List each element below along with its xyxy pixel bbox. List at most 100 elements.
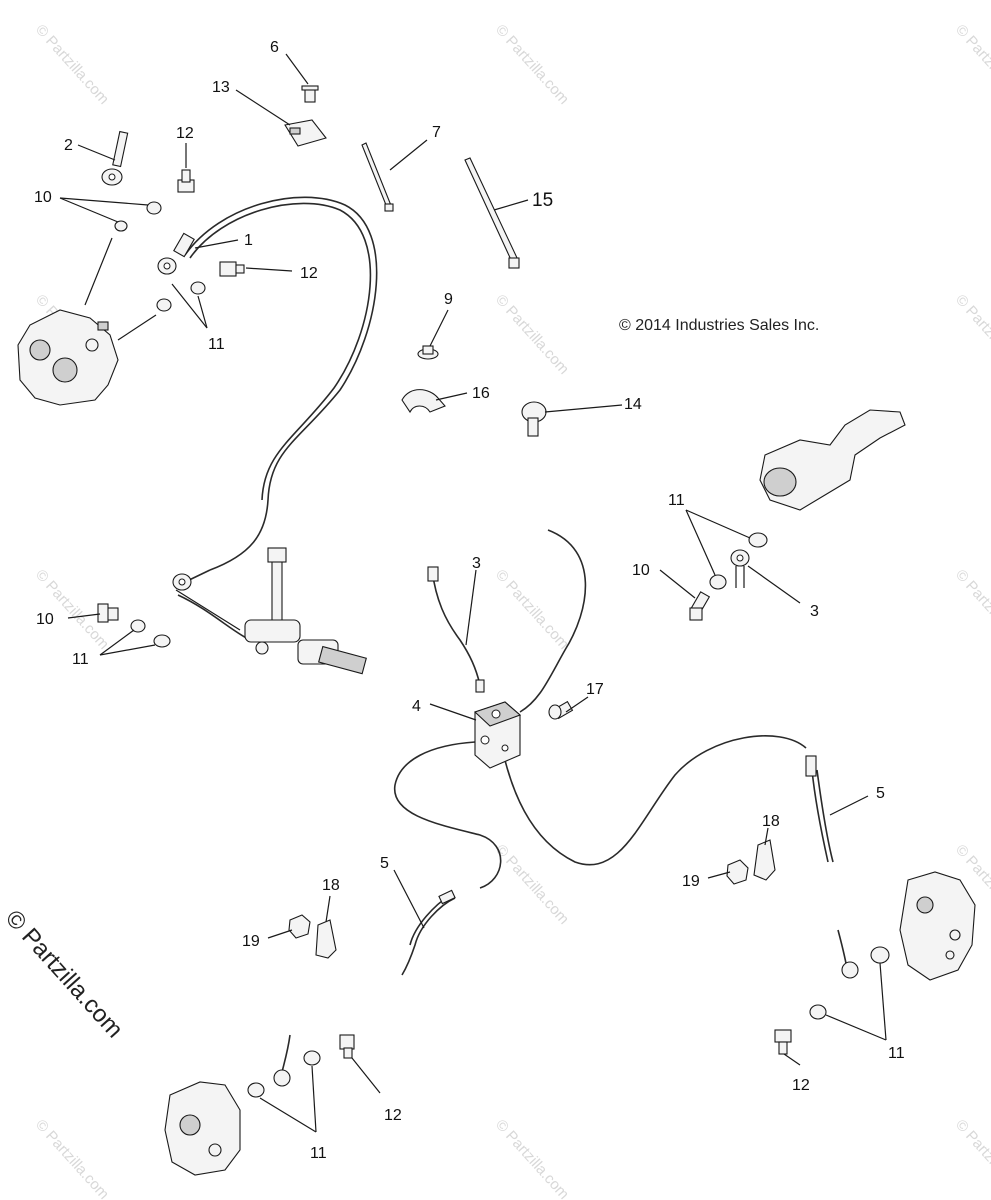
hose-3 xyxy=(431,569,481,686)
banjo-lower-left xyxy=(273,1069,291,1087)
faint-watermark: © Partzilla.com xyxy=(492,291,572,377)
callout-13: 13 xyxy=(212,79,230,96)
hose-8 xyxy=(811,769,829,863)
callout-11: 11 xyxy=(208,336,225,353)
callout-19: 19 xyxy=(682,873,700,890)
faint-watermark: © Partzilla.com xyxy=(952,566,991,652)
callout-18: 18 xyxy=(762,813,780,830)
bolt-12-lower-left xyxy=(339,1034,355,1059)
washer-11 xyxy=(190,281,206,295)
callout-7: 7 xyxy=(432,124,441,141)
part-6-bolt xyxy=(301,85,319,103)
callout-5: 5 xyxy=(380,855,389,872)
callout-12: 12 xyxy=(384,1107,402,1124)
callout-12: 12 xyxy=(176,125,194,142)
faint-watermark: © Partzilla.com xyxy=(952,1116,991,1200)
master-banjo xyxy=(172,573,192,591)
banjo-lower-right xyxy=(841,961,859,979)
faint-watermark: © Partzilla.com xyxy=(492,841,572,927)
faint-watermark: © Partzilla.com xyxy=(492,1116,572,1200)
part-16-clamp xyxy=(401,389,446,414)
hose-lower-left xyxy=(281,1034,291,1073)
part-19-nut-lower xyxy=(288,914,311,939)
callout-16: 16 xyxy=(472,385,490,402)
callout-8: 5 xyxy=(876,785,885,802)
bolt-12-top xyxy=(177,169,195,193)
part-2-banjo xyxy=(101,130,129,186)
callout-1: 1 xyxy=(244,232,253,249)
part-5-fitting xyxy=(438,889,456,905)
washer-11 xyxy=(156,298,172,312)
part-3-banjo-right xyxy=(730,549,750,588)
faint-watermark: © Partzilla.com xyxy=(492,566,572,652)
callout-15: 15 xyxy=(532,190,553,211)
callout-numbers: 6 13 2 12 10 1 12 11 7 15 9 16 14 11 10 … xyxy=(34,39,905,1162)
callout-14: 14 xyxy=(624,396,642,413)
callout-11: 11 xyxy=(888,1045,905,1062)
part-18-bracket-right xyxy=(753,839,776,881)
callout-11: 10 xyxy=(34,189,52,206)
callout-10: 10 xyxy=(36,611,54,628)
washer-11 xyxy=(748,532,768,548)
part-3-fitting xyxy=(427,566,439,582)
part-19-nut-right xyxy=(726,859,749,885)
washer-11 xyxy=(114,220,128,232)
part-10-bolt-left xyxy=(97,603,119,623)
part-15-tie xyxy=(464,157,520,269)
callout-11: 11 xyxy=(72,651,89,668)
master-cylinder-left xyxy=(244,547,367,675)
bolt-12-mid xyxy=(219,261,245,277)
hose-8-inner xyxy=(816,769,834,863)
bolt-12-lower-right xyxy=(774,1029,792,1055)
callout-10: 10 xyxy=(632,562,650,579)
brake-line-master xyxy=(177,594,251,641)
callout-6: 6 xyxy=(270,39,279,56)
part-8-fitting xyxy=(805,755,817,777)
washer-11 xyxy=(709,574,727,590)
front-left-caliper xyxy=(17,309,119,406)
callout-17: 17 xyxy=(586,681,604,698)
master-cylinder-right xyxy=(759,409,906,511)
rear-right-caliper xyxy=(899,871,976,981)
callout-11: 11 xyxy=(310,1145,327,1162)
faint-watermark: © Partzilla.com xyxy=(492,21,572,107)
brake-line-upper-right xyxy=(519,529,587,713)
callout-9: 9 xyxy=(444,291,453,308)
part-18-bracket-lower xyxy=(315,919,337,959)
part-7-tie xyxy=(361,142,394,212)
washer-11 xyxy=(146,201,162,215)
part-3-fitting-end xyxy=(475,679,485,693)
callout-19: 19 xyxy=(242,933,260,950)
callout-11: 11 xyxy=(668,492,685,509)
faint-watermark: © Partzilla.com xyxy=(32,1116,112,1200)
distribution-block-4 xyxy=(473,701,522,769)
brake-line-lower-left xyxy=(394,741,502,889)
part-1-banjo xyxy=(157,232,195,275)
washer-11 xyxy=(303,1050,321,1066)
part-10-bolt-right xyxy=(689,591,711,621)
faint-watermark: © Partzilla.com xyxy=(32,21,112,107)
part-17-bolt xyxy=(548,700,574,720)
part-13-clip xyxy=(284,119,327,147)
hose-5 xyxy=(401,897,456,976)
washer-11 xyxy=(870,946,890,964)
brake-line-front xyxy=(184,196,378,571)
callout-12: 12 xyxy=(792,1077,810,1094)
brake-line-lower-right xyxy=(499,735,807,866)
part-9-screw xyxy=(417,345,439,360)
washer-11 xyxy=(809,1004,827,1020)
leader-lines xyxy=(59,53,887,1133)
callout-18: 18 xyxy=(322,877,340,894)
faint-watermark: © Partzilla.com xyxy=(952,291,991,377)
copyright-notice: © 2014 Industries Sales Inc. xyxy=(619,317,820,334)
callout-12: 12 xyxy=(300,265,318,282)
faint-watermark: © Partzilla.com xyxy=(952,21,991,107)
washer-11 xyxy=(153,634,171,648)
rear-left-caliper xyxy=(164,1081,241,1176)
callout-3: 3 xyxy=(472,555,481,572)
callout-2: 2 xyxy=(64,137,73,154)
part-14-fitting xyxy=(521,401,547,437)
washer-11 xyxy=(247,1082,265,1098)
callout-3: 3 xyxy=(810,603,819,620)
